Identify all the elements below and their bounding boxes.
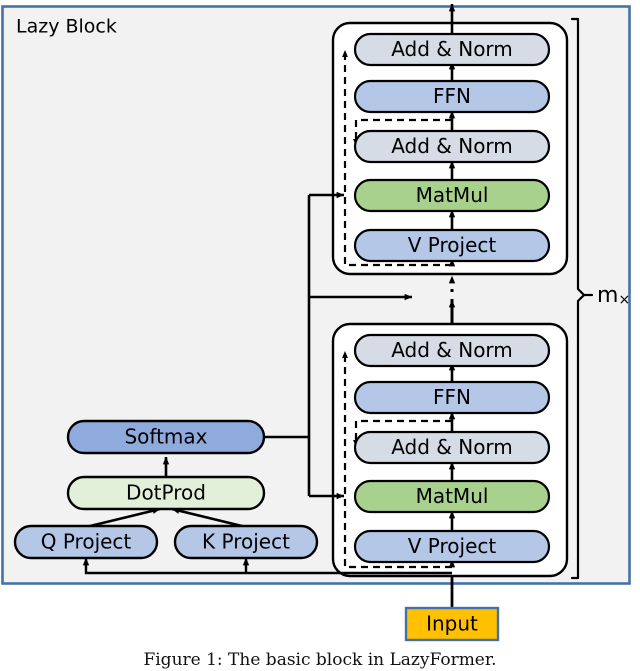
lower-add-norm-2-label: Add & Norm — [391, 338, 513, 362]
q-project-label: Q Project — [41, 530, 132, 554]
lower-ffn[interactable]: FFN — [353, 380, 551, 415]
softmax-node[interactable]: Softmax — [66, 419, 266, 455]
upper-ffn[interactable]: FFN — [353, 79, 551, 114]
lower-v-project[interactable]: V Project — [353, 529, 551, 564]
lower-residual-connections — [342, 350, 452, 569]
lower-add-norm-2[interactable]: Add & Norm — [353, 333, 551, 368]
upper-matmul[interactable]: MatMul — [353, 178, 551, 213]
repeat-brace — [570, 17, 594, 580]
softmax-to-matmul-path — [264, 191, 413, 500]
upper-add-norm-2[interactable]: Add & Norm — [353, 32, 551, 67]
upper-v-project[interactable]: V Project — [353, 228, 551, 263]
lower-matmul[interactable]: MatMul — [353, 479, 551, 514]
attention-path — [85, 456, 247, 529]
lower-add-norm-1[interactable]: Add & Norm — [353, 430, 551, 465]
k-project-label: K Project — [202, 530, 290, 554]
upper-matmul-label: MatMul — [416, 183, 489, 207]
upper-residual-connections — [342, 49, 452, 267]
repeat-count-value: m — [597, 283, 618, 308]
panel-title: Lazy Block — [16, 16, 117, 38]
upper-ffn-label: FFN — [433, 84, 471, 108]
upper-add-norm-1-label: Add & Norm — [391, 134, 513, 158]
input-label: Input — [426, 612, 478, 636]
input-to-qk-path — [82, 557, 452, 575]
repeat-count-label: m× — [597, 283, 630, 308]
input-node[interactable]: Input — [404, 606, 500, 642]
q-project-node[interactable]: Q Project — [13, 524, 159, 560]
lower-ffn-label: FFN — [433, 385, 471, 409]
upper-add-norm-1[interactable]: Add & Norm — [353, 129, 551, 164]
upper-add-norm-2-label: Add & Norm — [391, 37, 513, 61]
upper-v-project-label: V Project — [408, 233, 497, 257]
lower-matmul-label: MatMul — [416, 484, 489, 508]
softmax-label: Softmax — [124, 425, 207, 449]
figure-caption: Figure 1: The basic block in LazyFormer. — [143, 650, 497, 670]
dotprod-node[interactable]: DotProd — [66, 475, 266, 511]
lower-v-project-label: V Project — [408, 534, 497, 558]
lower-add-norm-1-label: Add & Norm — [391, 435, 513, 459]
repeat-count-suffix: × — [618, 292, 630, 308]
dotprod-label: DotProd — [126, 481, 206, 505]
k-project-node[interactable]: K Project — [173, 524, 319, 560]
